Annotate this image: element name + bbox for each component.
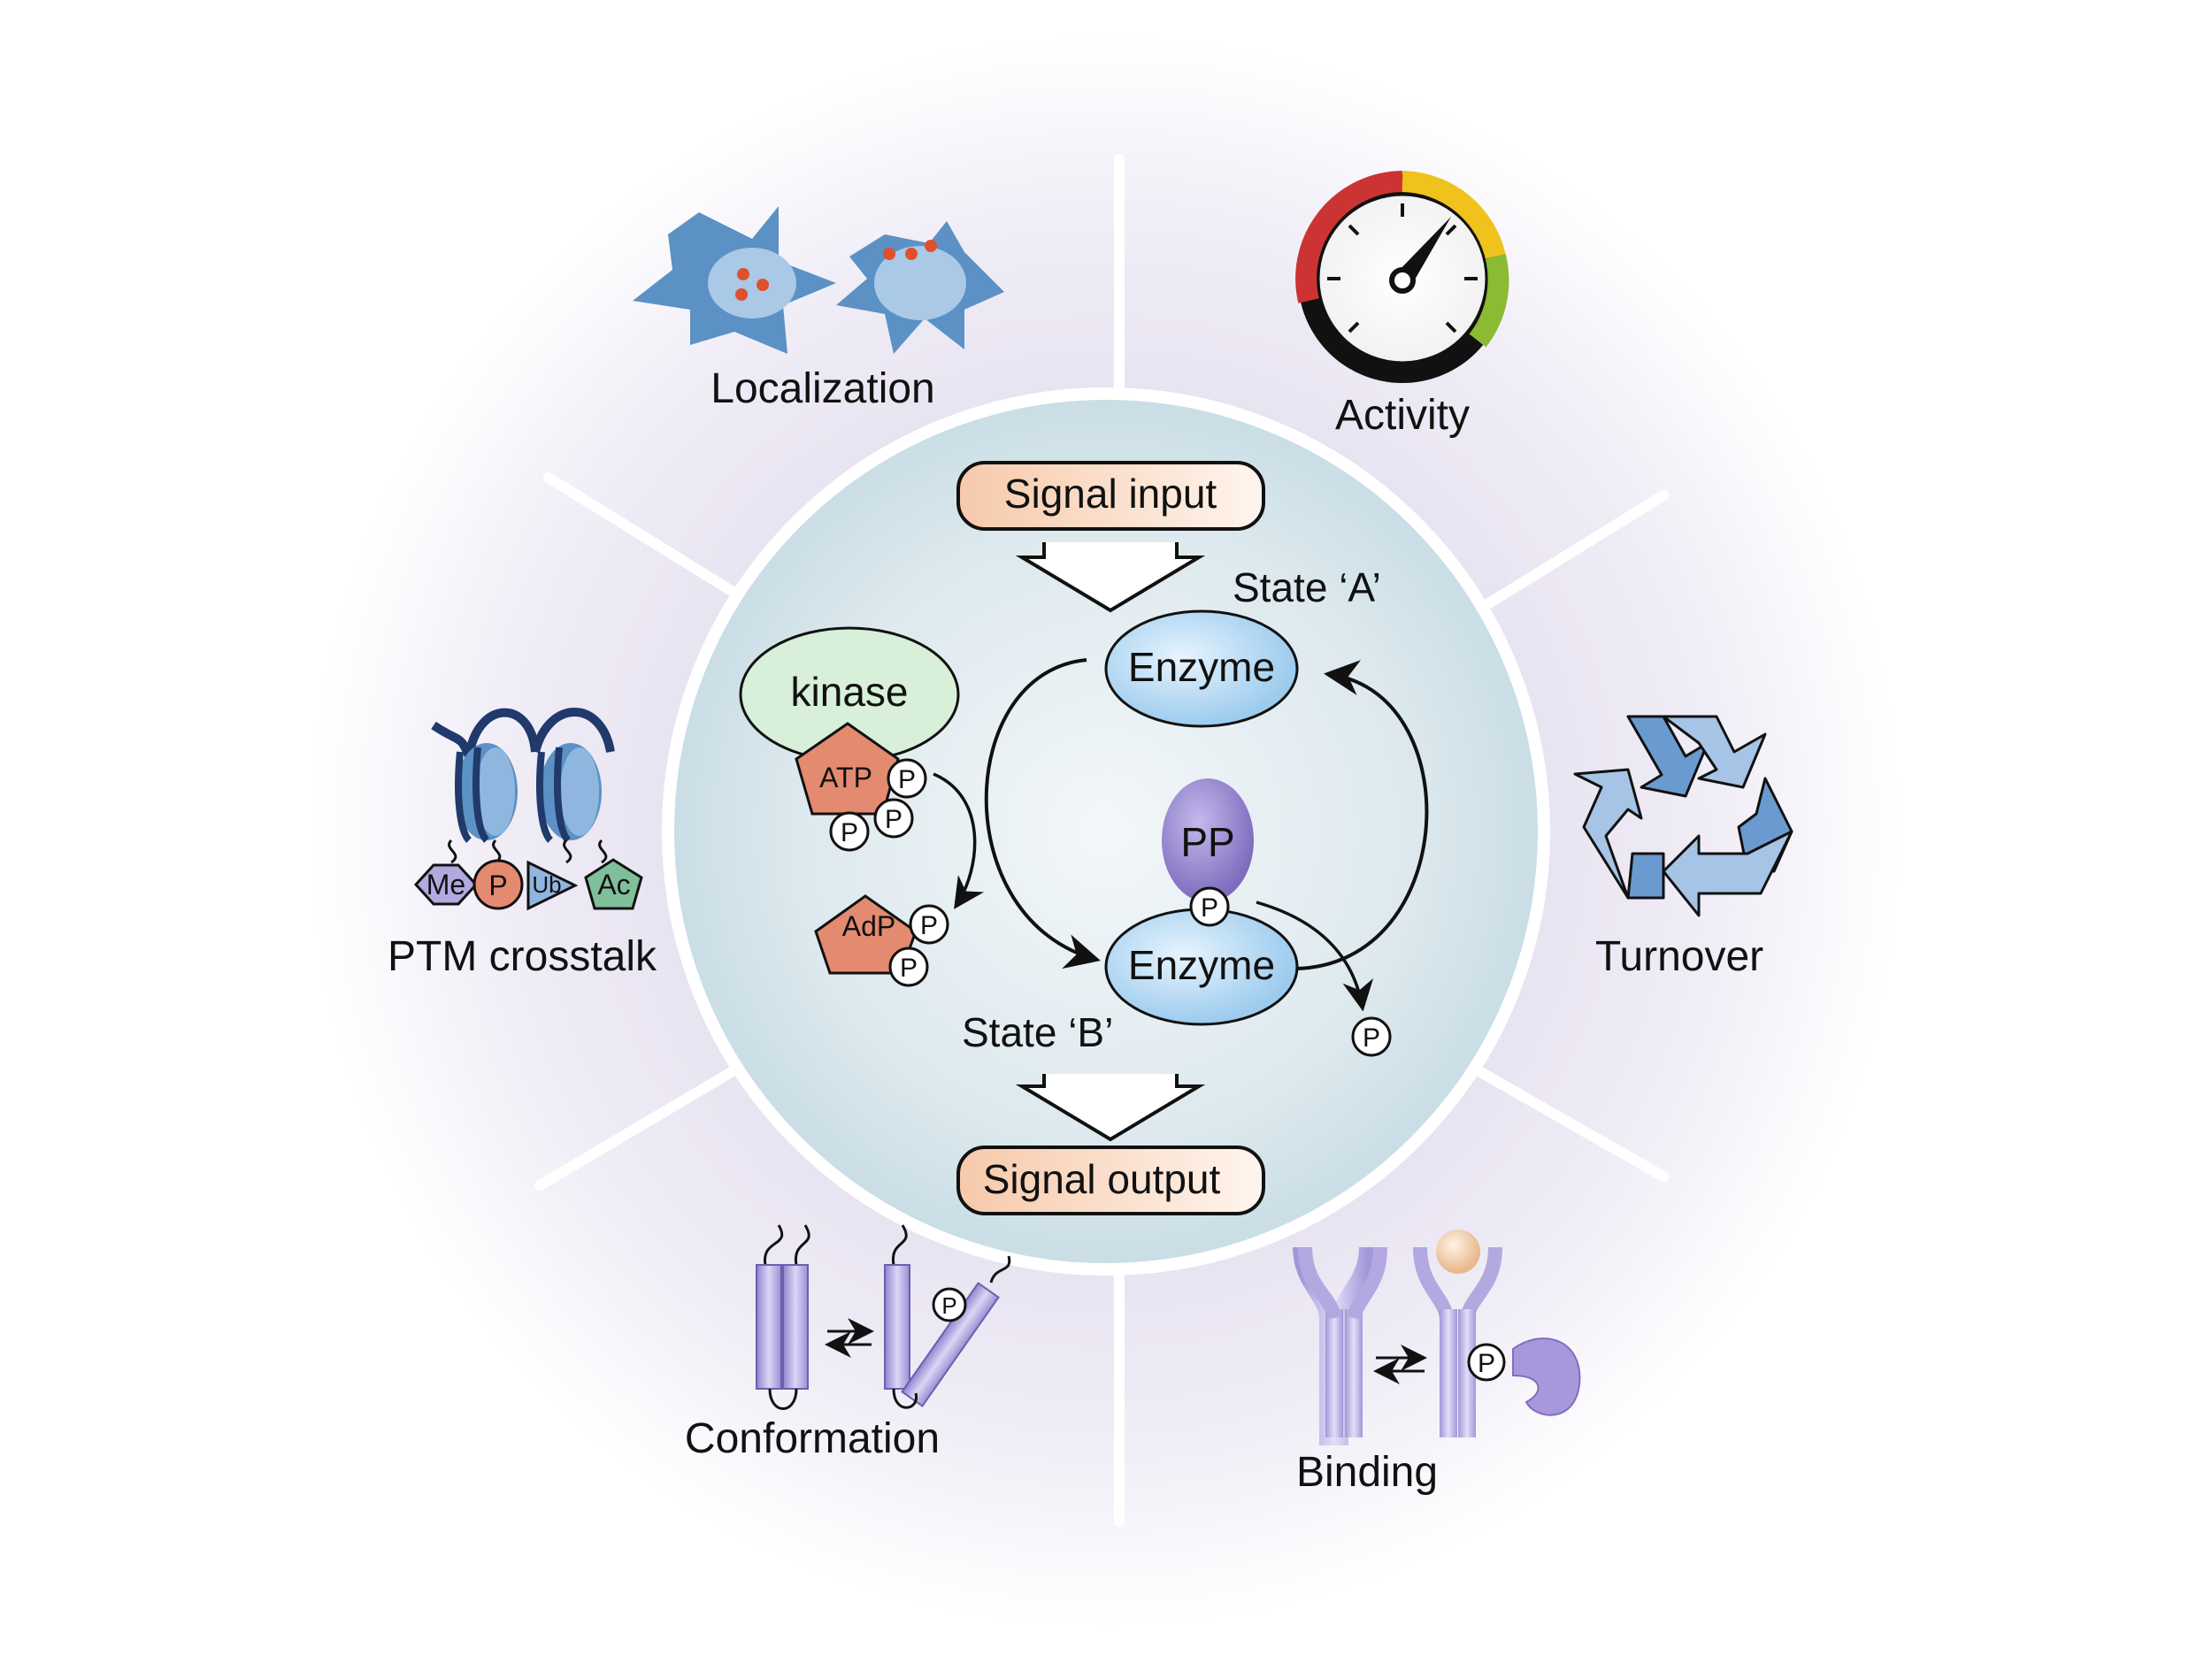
svg-text:P: P bbox=[488, 870, 507, 901]
svg-text:ATP: ATP bbox=[819, 762, 872, 793]
enzyme-state-a: Enzyme bbox=[1104, 609, 1299, 728]
svg-text:Ac: Ac bbox=[597, 869, 630, 900]
localization-cells-icon bbox=[633, 206, 1004, 354]
svg-text:P: P bbox=[920, 911, 938, 940]
localization-label: Localization bbox=[710, 365, 935, 412]
conformation-label: Conformation bbox=[685, 1415, 940, 1462]
enzyme-phosphate: P bbox=[1189, 886, 1230, 927]
svg-text:P: P bbox=[1363, 1023, 1380, 1053]
activity-label: Activity bbox=[1335, 392, 1470, 439]
state-b-label: State ‘B’ bbox=[962, 1009, 1113, 1055]
enzyme-bottom-label: Enzyme bbox=[1128, 942, 1275, 988]
kinase-label: kinase bbox=[791, 669, 909, 715]
atp-to-adp-arrow bbox=[933, 772, 985, 909]
ptm-crosstalk-nucleosome-icon: Me P Ub Ac bbox=[413, 708, 643, 911]
svg-text:Ub: Ub bbox=[532, 871, 561, 898]
pp-label: PP bbox=[1180, 819, 1234, 865]
svg-text:P: P bbox=[841, 818, 858, 847]
binding-receptor-icon: P bbox=[1293, 1230, 1581, 1445]
svg-text:P: P bbox=[898, 765, 916, 794]
cycle-arrow-right bbox=[1295, 660, 1429, 970]
phosphatase-pp: PP bbox=[1162, 778, 1254, 902]
phosphate-release-arrow bbox=[1256, 900, 1374, 1012]
enzyme-top-label: Enzyme bbox=[1128, 644, 1275, 690]
sector-dividers bbox=[534, 154, 1669, 1527]
signal-input-label: Signal input bbox=[1004, 471, 1217, 517]
svg-text:P: P bbox=[885, 805, 902, 834]
activity-gauge-icon bbox=[1295, 171, 1509, 383]
signal-output-label: Signal output bbox=[983, 1156, 1221, 1202]
enzyme-state-b: Enzyme bbox=[1104, 908, 1299, 1026]
adp-molecule: AdP P P bbox=[814, 894, 949, 987]
signal-input-arrow bbox=[1015, 542, 1206, 613]
signal-output-box: Signal output bbox=[956, 1146, 1265, 1215]
svg-text:P: P bbox=[900, 954, 918, 983]
binding-label: Binding bbox=[1296, 1449, 1438, 1496]
signal-input-box: Signal input bbox=[956, 461, 1265, 531]
signaling-core-circle bbox=[662, 387, 1550, 1276]
signal-output-arrow bbox=[1015, 1074, 1206, 1142]
cycle-arrow-left bbox=[984, 658, 1101, 969]
svg-text:P: P bbox=[941, 1292, 956, 1319]
ptm-crosstalk-label: PTM crosstalk bbox=[388, 933, 657, 980]
svg-text:Me: Me bbox=[426, 869, 465, 900]
released-phosphate: P bbox=[1351, 1016, 1392, 1057]
svg-text:AdP: AdP bbox=[842, 910, 895, 942]
svg-text:P: P bbox=[1478, 1349, 1495, 1378]
svg-text:P: P bbox=[1201, 893, 1218, 923]
turnover-label: Turnover bbox=[1595, 933, 1763, 980]
conformation-helix-icon: P bbox=[756, 1224, 1011, 1410]
kinase: kinase bbox=[739, 626, 960, 763]
state-a-label: State ‘A’ bbox=[1233, 564, 1381, 610]
turnover-recycle-icon bbox=[1573, 715, 1793, 917]
atp-molecule: ATP P P P bbox=[795, 722, 927, 852]
